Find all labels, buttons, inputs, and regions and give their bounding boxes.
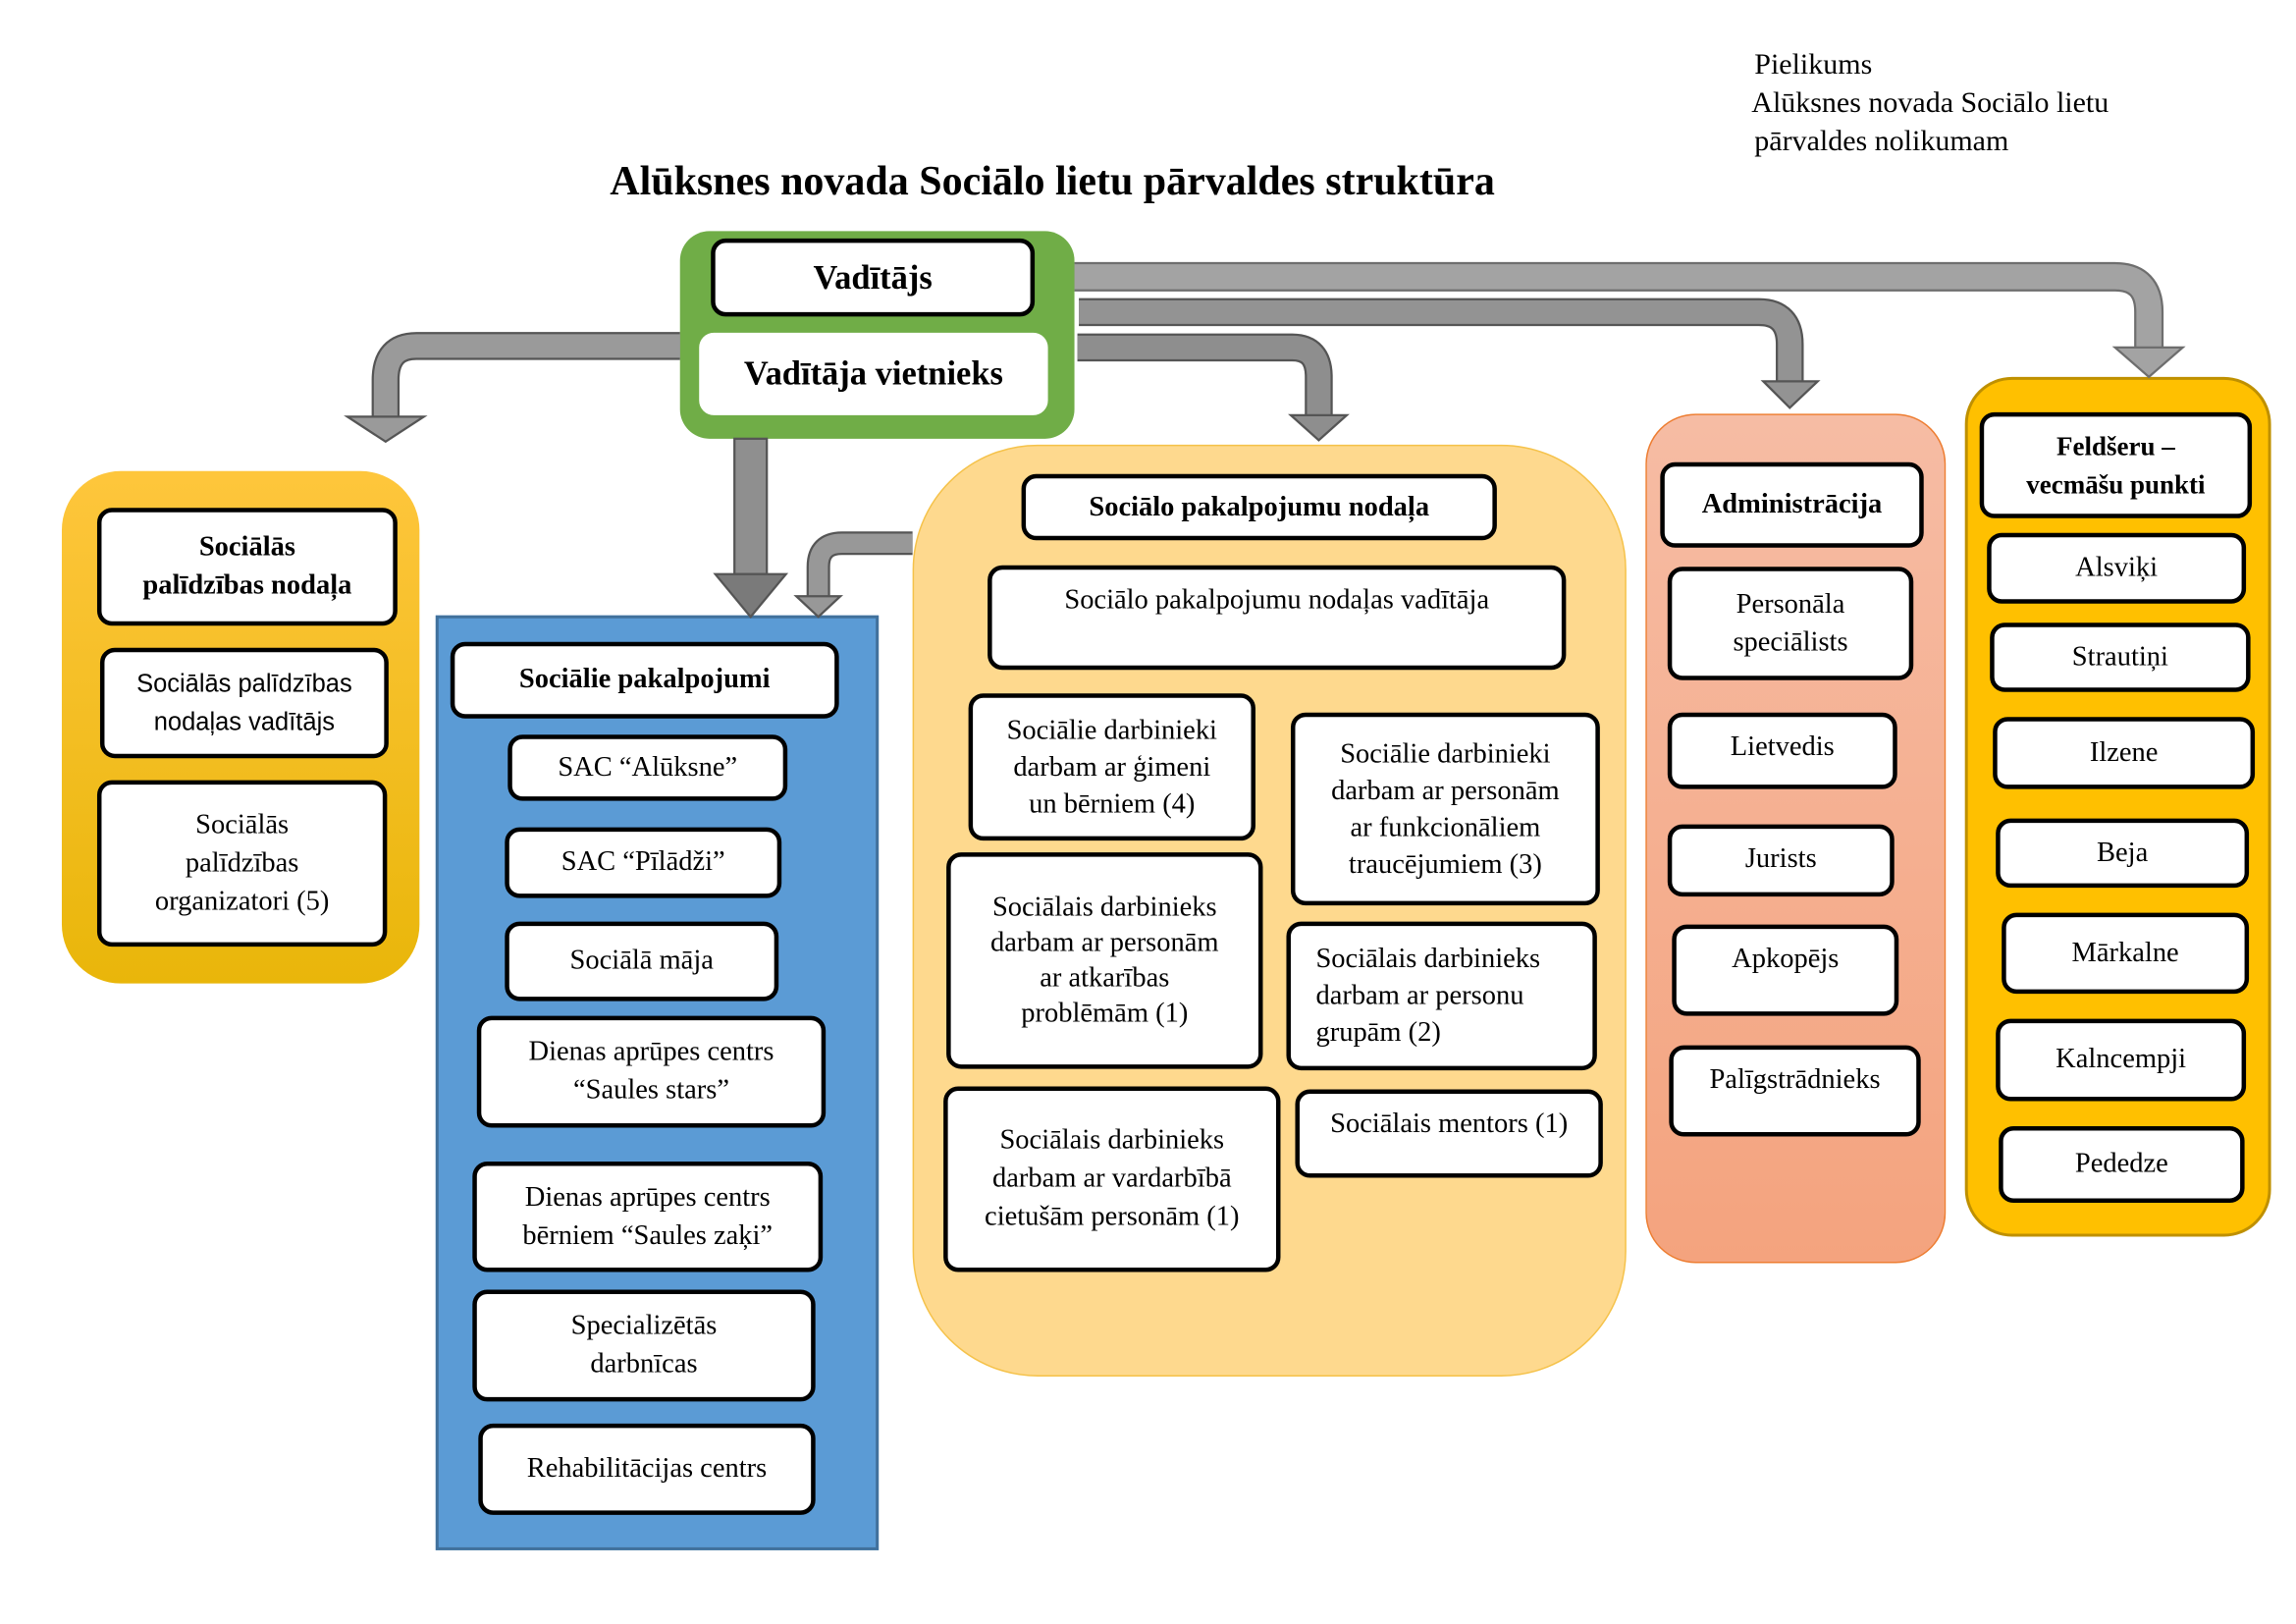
social-assistance-title: Sociālās palīdzības nodaļa: [96, 508, 398, 626]
department-staff-item: Sociālie darbinieki darbam ar ģimeni un …: [968, 693, 1255, 841]
service-item: Sociālā māja: [505, 921, 779, 1001]
service-item: Specializētās darbnīcas: [472, 1289, 816, 1402]
administration-item: Jurists: [1667, 824, 1895, 897]
annex-line: Pielikums: [1754, 48, 1873, 81]
department-staff-item: Sociālais darbinieks darbam ar vardarbīb…: [943, 1086, 1281, 1272]
social-services-title: Sociālie pakalpojumi: [450, 641, 839, 719]
administration-item: Lietvedis: [1667, 712, 1897, 789]
service-item: Rehabilitācijas centrs: [478, 1423, 816, 1515]
department-staff-item: Sociālie darbinieki darbam ar personām a…: [1290, 712, 1600, 906]
arrow-to-social-assistance: [344, 332, 680, 444]
health-points-title: Feldšeru – vecmāšu punkti: [1979, 411, 2253, 518]
department-staff-item: Sociālais darbinieks darbam ar personām …: [946, 852, 1263, 1069]
head-box: Vadītājs: [711, 238, 1036, 317]
social-assistance-head: Sociālās palīdzības nodaļas vadītājs: [99, 647, 389, 759]
department-staff-item: Sociālais mentors (1): [1295, 1089, 1603, 1178]
annex-line: pārvaldes nolikumam: [1754, 125, 2009, 158]
arrow-services-dept-to-social-services: [793, 531, 913, 619]
health-point-item: Alsviķi: [1987, 532, 2247, 604]
service-item: Dienas aprūpes centrs “Saules stars”: [476, 1015, 827, 1128]
health-point-item: Kalncempji: [1996, 1018, 2247, 1102]
annex-line: Alūksnes novada Sociālo lietu: [1751, 86, 2109, 120]
administration-item: Apkopējs: [1672, 924, 1899, 1016]
service-item: SAC “Alūksne”: [507, 734, 788, 801]
services-department-title: Sociālo pakalpojumu nodaļa: [1021, 473, 1497, 541]
annex-note: Pielikums Alūksnes novada Sociālo lietu …: [1751, 45, 2109, 160]
arrow-to-social-services: [713, 437, 789, 620]
department-staff-item: Sociālais darbinieks darbam ar personu g…: [1286, 921, 1597, 1071]
administration-title: Administrācija: [1660, 461, 1924, 548]
health-point-item: Mārkalne: [2002, 912, 2250, 995]
deputy-box: Vadītāja vietnieks: [699, 332, 1048, 415]
arrow-to-administration: [1079, 298, 1821, 409]
social-assistance-organizers: Sociālās palīdzības organizatori (5): [96, 780, 388, 947]
health-point-item: Pededze: [1999, 1126, 2245, 1204]
page-title: Alūksnes novada Sociālo lietu pārvaldes …: [610, 158, 1495, 205]
arrow-to-services-department: [1077, 333, 1350, 442]
administration-item: Palīgstrādnieks: [1669, 1045, 1921, 1137]
service-item: Dienas aprūpes centrs bērniem “Saules za…: [472, 1162, 824, 1272]
health-point-item: Strautiņi: [1990, 623, 2251, 692]
administration-item: Personāla speciālists: [1667, 567, 1914, 680]
arrow-to-health-points: [1074, 261, 2186, 379]
service-item: SAC “Pīlādži”: [505, 827, 782, 898]
services-department-head: Sociālo pakalpojumu nodaļas vadītāja: [988, 565, 1567, 671]
health-point-item: Beja: [1996, 818, 2250, 889]
health-point-item: Ilzene: [1993, 717, 2256, 789]
